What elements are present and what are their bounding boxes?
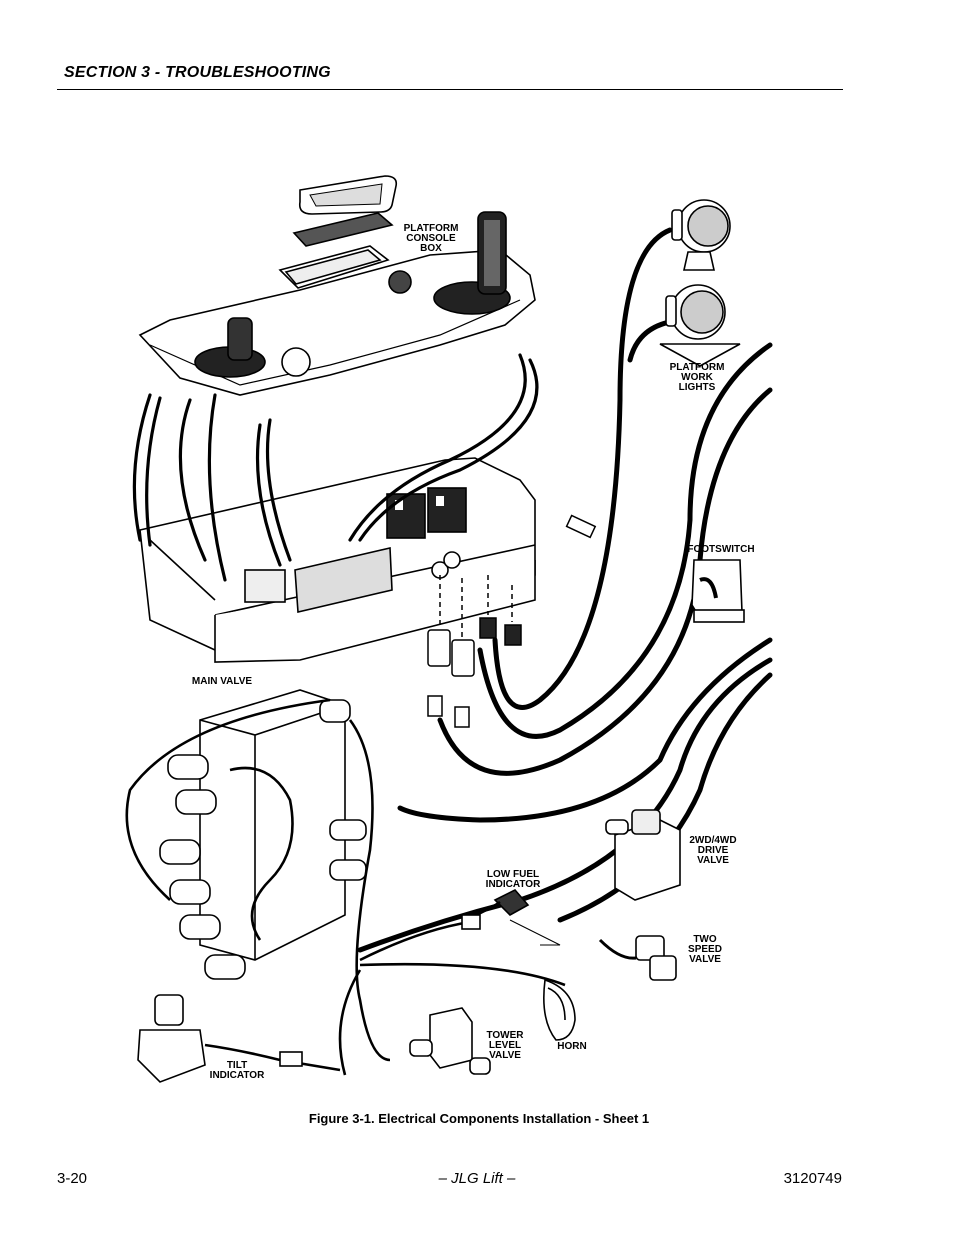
tower-level-valve <box>409 1007 491 1075</box>
platform-work-lights <box>659 199 741 367</box>
label-line: PLATFORM <box>404 223 459 234</box>
two-speed-valve <box>598 935 677 981</box>
drive-valve <box>605 809 681 901</box>
label-main-valve: MAIN VALVE <box>192 676 253 687</box>
label-two-speed-valve: TWO SPEED VALVE <box>688 934 722 965</box>
platform-console-box <box>138 175 536 396</box>
label-line: 2WD/4WD <box>689 835 736 846</box>
label-line: TILT <box>227 1060 247 1071</box>
label-horn: HORN <box>557 1041 586 1052</box>
label-line: BOX <box>420 243 442 254</box>
header-rule <box>57 89 843 90</box>
label-line: INDICATOR <box>210 1070 265 1081</box>
label-line: SPEED <box>688 944 722 955</box>
label-drive-valve: 2WD/4WD DRIVE VALVE <box>689 835 736 866</box>
wire-harness <box>132 353 539 582</box>
connectors <box>427 514 597 728</box>
main-valve-wires <box>125 698 566 1076</box>
label-line: VALVE <box>697 855 729 866</box>
label-platform-work-lights: PLATFORM WORK LIGHTS <box>670 362 725 393</box>
publisher: – JLG Lift – <box>438 1170 516 1187</box>
figure-caption: Figure 3-1. Electrical Components Instal… <box>308 1111 650 1126</box>
label-line: PLATFORM <box>670 362 725 373</box>
section-title: SECTION 3 - TROUBLESHOOTING <box>64 64 331 81</box>
label-line: LIGHTS <box>679 382 716 393</box>
label-line: TOWER <box>486 1030 524 1041</box>
low-fuel-indicator <box>461 889 561 946</box>
horn <box>543 978 576 1041</box>
label-line: VALVE <box>489 1050 521 1061</box>
document-number: 3120749 <box>783 1170 842 1187</box>
label-line: LOW FUEL <box>487 869 539 880</box>
main-valve <box>159 689 367 980</box>
label-line: LEVEL <box>489 1040 521 1051</box>
label-line: DRIVE <box>698 845 729 856</box>
label-line: VALVE <box>689 954 721 965</box>
label-line: INDICATOR <box>486 879 541 890</box>
label-tower-level-valve: TOWER LEVEL VALVE <box>486 1030 524 1061</box>
tilt-indicator <box>137 994 303 1083</box>
label-tilt-indicator: TILT INDICATOR <box>210 1060 265 1081</box>
label-low-fuel-indicator: LOW FUEL INDICATOR <box>486 869 541 890</box>
label-line: WORK <box>681 372 713 383</box>
label-footswitch: FOOTSWITCH <box>687 544 754 555</box>
footswitch <box>691 559 745 623</box>
label-line: CONSOLE <box>406 233 456 244</box>
label-line: TWO <box>693 934 717 945</box>
label-platform-console-box: PLATFORM CONSOLE BOX <box>404 223 459 254</box>
control-box <box>139 457 536 663</box>
page-number: 3-20 <box>57 1170 88 1187</box>
